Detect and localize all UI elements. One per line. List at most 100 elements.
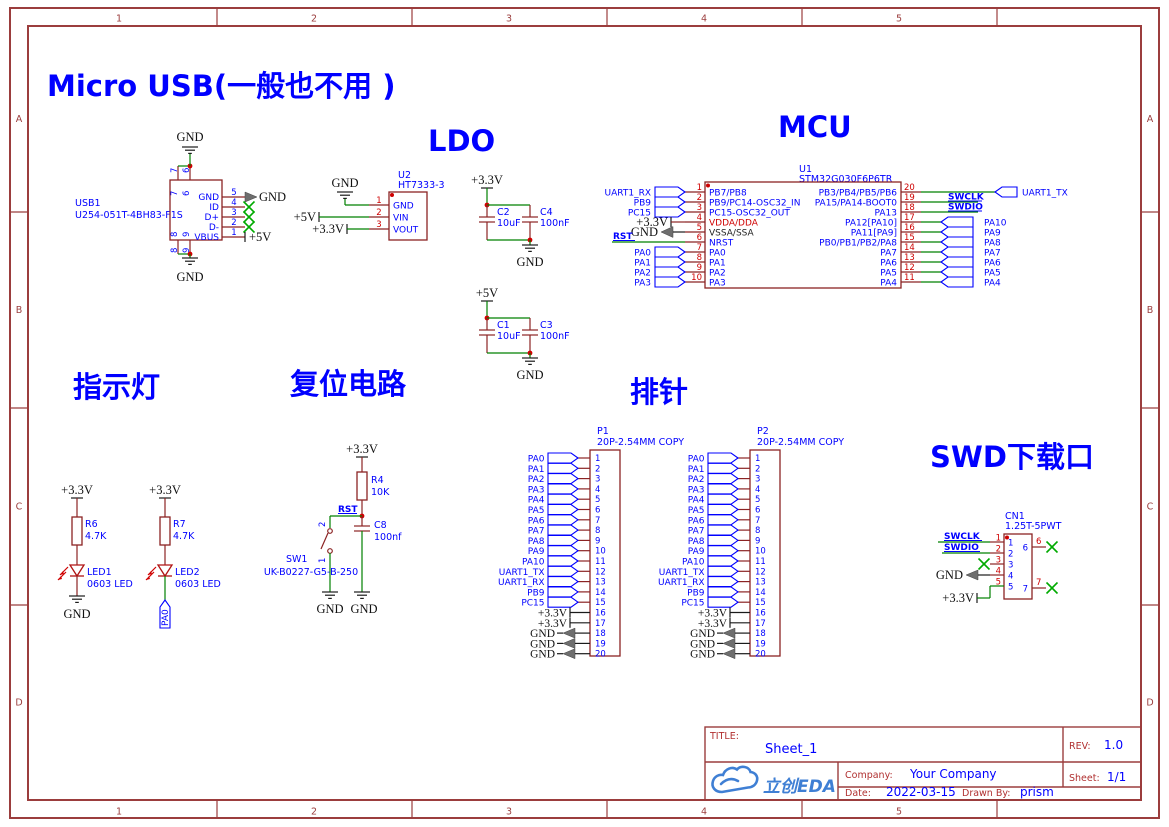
net-port-icon [707,473,739,485]
lceda-logo: 立创EDA [711,765,836,797]
port-label: PA5 [528,506,545,516]
title-block: TITLE: Sheet_1 REV: 1.0 Company: Your Co… [704,726,1142,801]
net-label: SWDIO [944,543,979,553]
pin-number: 15 [595,598,606,608]
port-label: UART1_TX [499,568,545,578]
usb-pin-number: 8 [170,248,180,253]
pin-number: 16 [904,223,915,233]
port-label: PA0 [528,455,545,465]
drawn-by-label: Drawn By: [962,788,1011,799]
pin-name: ID [209,203,219,213]
pin-name: VIN [393,214,409,224]
net-port-icon [940,276,974,288]
drawn-by-value: prism [1020,785,1054,799]
pin-name: NRST [709,239,734,249]
pin-number: 9 [697,263,702,273]
pin-name: PA6 [880,259,897,269]
pin1-marker [390,193,394,197]
net-port-icon [547,483,579,495]
net-label: RST [613,232,633,242]
no-connect-icon [242,220,256,234]
gnd-net-label: GND [690,649,715,661]
reset-circuit[interactable]: +3.3VR410KRST21SW1UK-B0227-G5-B-250GNDC8… [264,442,402,616]
pin-number: 13 [595,578,606,588]
net-port-icon [654,276,686,288]
frame-row-label: C [16,502,23,513]
net-label: SWCLK [948,193,985,203]
mcu-component[interactable]: U1STM32G030F6P6TR1PB7/PB8UART1_RX20PB3/P… [605,164,1068,289]
net-port-icon [940,246,974,258]
port-label: PA1 [688,465,705,475]
component-value: 10K [371,487,390,498]
pin-number: 15 [755,598,766,608]
power-net-label: +3.3V [538,618,568,630]
component-ref: R4 [371,475,384,486]
pin-name: VSSA/SSA [709,229,755,239]
pin-number: 5 [595,495,600,505]
pin-name: PA3 [709,279,726,289]
pin-number: 12 [755,567,766,577]
net-port-icon [547,555,579,567]
title-label: TITLE: [709,731,739,742]
port-label: PA3 [688,485,705,495]
component-ref: LED1 [87,567,112,578]
usb-pin-number: 6 [182,168,192,173]
port-label: PA0 [688,455,705,465]
component-ref: C1 [497,320,510,331]
gnd-flag-icon [722,638,736,649]
pin-number: 2 [996,545,1001,555]
port-label: PA6 [984,259,1001,269]
pin-name: PB7/PB8 [709,189,747,199]
net-port-icon [707,545,739,557]
no-connect-icon [1045,540,1059,554]
port-label: PA8 [688,537,705,547]
pin-number: 14 [595,588,606,598]
power-net-label: +3.3V [346,442,378,456]
net-port-icon [654,206,686,218]
pin1-marker [706,183,710,188]
gnd-net-label: GND [530,638,555,650]
port-label: PA3 [634,279,651,289]
gnd-net-label: GND [176,130,203,144]
net-port-icon [547,596,579,608]
frame-column-label: 3 [506,807,512,818]
pin-number: 6 [755,506,760,516]
pin-number: 13 [755,578,766,588]
net-port-icon [159,599,171,629]
usb-pin-number: 7 [170,168,180,173]
pin-number: 16 [595,609,606,619]
pin-name: 2 [1008,550,1013,560]
port-label: PA6 [688,516,705,526]
pin-number: 4 [755,485,760,495]
pin-number: 2 [376,208,381,218]
net-port-icon [940,226,974,238]
component-value: 0603 LED [175,579,221,590]
pin-name: PA5 [880,269,897,279]
pin-name: PC15-OSC32_OUT [709,209,790,219]
component-ref: LED2 [175,567,200,578]
net-port-icon [654,186,686,198]
cloud-icon [711,765,759,794]
port-label: PA3 [528,485,545,495]
pin-name: PA11[PA9] [851,229,897,239]
pin-number: 19 [755,639,766,649]
net-port-icon [707,586,739,598]
component-part: UK-B0227-G5-B-250 [264,567,358,578]
mcu-body [704,181,902,289]
pin-number: 3 [376,220,381,230]
port-label: PA1 [634,259,651,269]
power-net-label: +3.3V [471,173,503,187]
gnd-net-label: GND [530,649,555,661]
pin-name: 7 [1023,585,1028,595]
